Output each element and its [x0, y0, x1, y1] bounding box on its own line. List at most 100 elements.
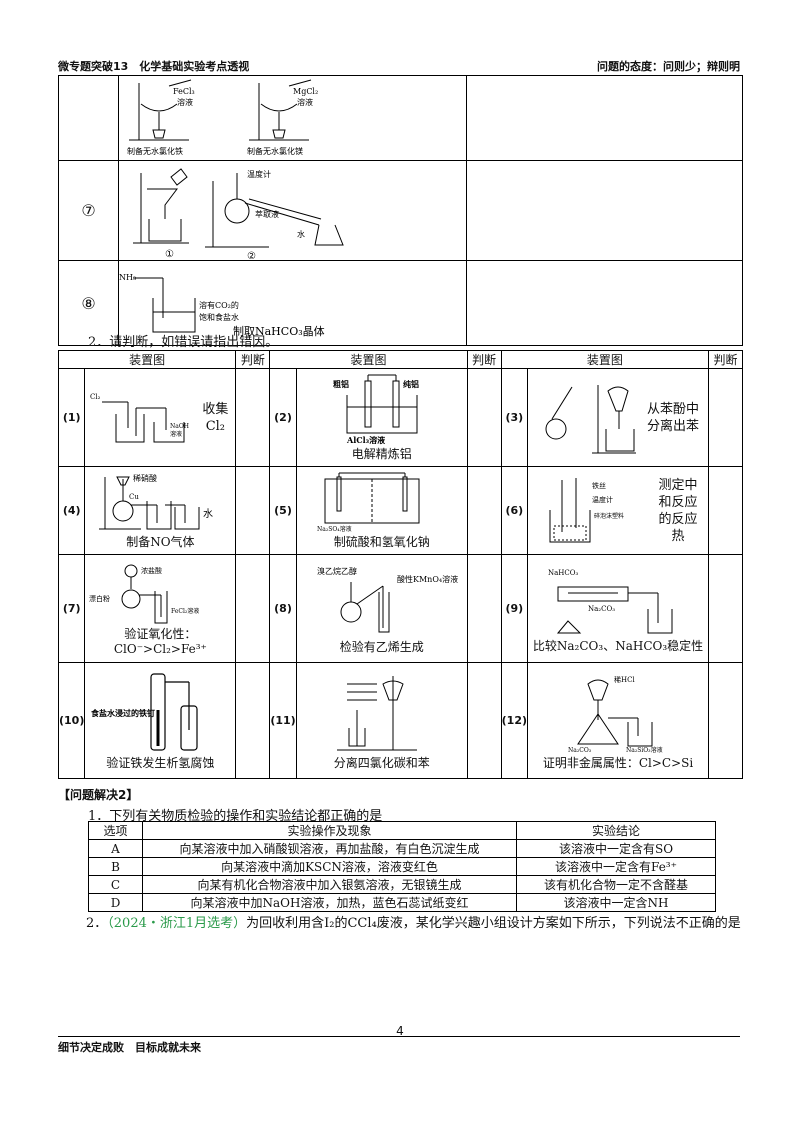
- cl2-label: Cl₂: [90, 393, 101, 401]
- table-row: (10) 食盐水浸过的铁钉 验证铁发生析氢腐蚀 (11): [57, 662, 743, 779]
- figure-cell: 食盐水浸过的铁钉 验证铁发生析氢腐蚀: [84, 662, 237, 779]
- table-row: (1) Cl₂ NaOH 溶液 收集Cl₂ (2): [57, 368, 743, 467]
- figure-cell: Na₂SO₄溶液 制硫酸和氢氧化钠: [295, 466, 468, 555]
- bleach-label: 漂白粉: [89, 594, 110, 603]
- pure-al-label: 纯铝: [403, 379, 419, 389]
- table-row: ⑧ NH₃ 溶有CO₂的 饱和食盐水 制取NaHCO₃晶体: [58, 260, 743, 346]
- table-row: FeCl₃ 溶液 MgCl₂ 溶液 制备无水氯化铁 制备无水氯化镁: [58, 75, 743, 161]
- figure-caption: 制备NO气体: [126, 535, 195, 549]
- figure-cell: 溴乙烷乙醇 酸性KMnO₄溶液 检验有乙烯生成: [295, 554, 468, 663]
- operation-text: 向某溶液中滴加KSCN溶液，溶液变红色: [142, 857, 517, 876]
- question-2: 2．（2024・浙江1月选考）为回收利用含I₂的CCl₄废液，某化学兴趣小组设计…: [58, 913, 743, 935]
- solution-label-1: 溶有CO₂的: [199, 300, 239, 310]
- crude-al-label: 粗铝: [333, 379, 349, 389]
- table-row: A 向某溶液中加入硝酸钡溶液，再加盐酸，有白色沉淀生成 该溶液中一定含有SO: [88, 839, 716, 858]
- figure-caption-2: ClO⁻>Cl₂>Fe³⁺: [113, 642, 207, 656]
- table-row: D 向某溶液中加NaOH溶液，加热，蓝色石蕊试纸变红 该溶液中一定含NH: [88, 893, 716, 912]
- neutralization-apparatus: 铁丝 温度计 碎泡沫塑料: [549, 477, 624, 542]
- item-number: (12): [500, 662, 529, 779]
- thermometer-label: 温度计: [247, 169, 271, 179]
- figure-cell: 从苯酚中分离出苯: [527, 368, 710, 467]
- option-label: C: [88, 875, 143, 894]
- solution-label: 溶液: [297, 97, 313, 107]
- question-prefix: 2．: [86, 916, 108, 931]
- water-label: 水: [297, 229, 305, 239]
- judgement-cell: [466, 554, 502, 663]
- figure-cell: 温度计 萃取液 水 ① ②: [118, 160, 467, 261]
- table-row: (4) 稀硝酸 Cu 水 制备NO气体 (5): [57, 466, 743, 555]
- answer-cell: [466, 260, 743, 346]
- footer-slogan: 细节决定成败 目标成就未来: [58, 1041, 201, 1054]
- row-number: ⑦: [58, 160, 119, 261]
- nahco3-caption: 制取NaHCO₃晶体: [233, 324, 325, 338]
- fecl2-label: FeCl₂溶液: [171, 607, 199, 615]
- table-row: (7) 浓盐酸 漂白粉 FeCl₂溶液 验证氧化性： ClO⁻>Cl₂>Fe³⁺…: [57, 554, 743, 663]
- no-gas-apparatus: 稀硝酸 Cu 水: [99, 473, 213, 530]
- side-label: 收集Cl₂: [202, 401, 229, 434]
- figure-caption: 电解精炼铝: [351, 447, 412, 461]
- page-number: 4: [396, 1024, 404, 1038]
- figure-caption: 比较Na₂CO₃、NaHCO₃稳定性: [532, 639, 704, 653]
- conclusion-text: 该有机化合物一定不含醛基: [516, 875, 716, 894]
- figure-cell: 铁丝 温度计 碎泡沫塑料 测定中和反应的反应热: [527, 466, 710, 555]
- stability-apparatus: NaHCO₃ Na₂CO₃: [548, 569, 673, 634]
- apparatus-table: FeCl₃ 溶液 MgCl₂ 溶液 制备无水氯化铁 制备无水氯化镁 ⑦: [58, 75, 743, 346]
- figure-caption: 检验有乙烯生成: [339, 640, 424, 654]
- na2so4-label: Na₂SO₄溶液: [317, 525, 352, 533]
- fig-2-label: ②: [247, 251, 256, 259]
- figure-cell: NaHCO₃ Na₂CO₃ 比较Na₂CO₃、NaHCO₃稳定性: [527, 554, 710, 663]
- option-label: D: [88, 893, 143, 912]
- answer-cell: [466, 75, 743, 161]
- figure-caption: 制硫酸和氢氧化钠: [333, 535, 430, 549]
- column-header: 选项: [88, 821, 143, 840]
- judgement-cell: [708, 662, 743, 779]
- column-header: 装置图: [57, 350, 237, 369]
- nail-label: 食盐水浸过的铁钉: [91, 708, 155, 718]
- table-header-row: 选项 实验操作及现象 实验结论: [88, 821, 716, 840]
- ethylene-test-apparatus: 溴乙烷乙醇 酸性KMnO₄溶液: [317, 566, 458, 633]
- figure-cell: FeCl₃ 溶液 MgCl₂ 溶液 制备无水氯化铁 制备无水氯化镁: [118, 75, 467, 161]
- naoh-label: NaOH: [170, 423, 189, 430]
- judgement-cell: [235, 368, 271, 467]
- question-2-intro: 2．请判断，如错误请指出错因。: [88, 335, 279, 350]
- item-number: (11): [269, 662, 297, 779]
- question-source: （2024・浙江1月选考）: [107, 916, 247, 931]
- electrolysis-apparatus: Na₂SO₄溶液: [317, 472, 420, 533]
- cu-label: Cu: [129, 493, 139, 501]
- kmno4-label: 酸性KMnO₄溶液: [397, 574, 458, 584]
- figure-cell: 粗铝 纯铝 AlCl₃溶液 电解精炼铝: [295, 368, 468, 467]
- oxidation-apparatus: 浓盐酸 漂白粉 FeCl₂溶液: [89, 564, 200, 624]
- mgcl2-caption: 制备无水氯化镁: [247, 146, 303, 156]
- judgement-cell: [708, 554, 743, 663]
- figure-caption: 证明非金属属性：Cl>C>Si: [542, 756, 694, 770]
- solution-label: 溶液: [170, 430, 182, 438]
- column-header: 判断: [466, 350, 502, 369]
- nonmetal-apparatus: 稀HCl Na₂CO₃ Na₂SiO₃溶液: [568, 675, 663, 754]
- cl2-collection-apparatus: Cl₂ NaOH 溶液: [90, 393, 189, 442]
- column-header: 装置图: [500, 350, 710, 369]
- figure-cell: 分离四氯化碳和苯: [295, 662, 468, 779]
- judgement-cell: [466, 466, 502, 555]
- water-label: 水: [203, 508, 213, 520]
- column-header: 实验结论: [516, 821, 716, 840]
- answer-cell: [466, 160, 743, 261]
- conclusion-text: 该溶液中一定含有SO: [516, 839, 716, 858]
- judgement-cell: [708, 466, 743, 555]
- row-number: [58, 75, 119, 161]
- item-number: (10): [57, 662, 86, 779]
- nh3-label: NH₃: [119, 273, 136, 282]
- al-refining-apparatus: 粗铝 纯铝 AlCl₃溶液: [333, 374, 419, 445]
- item-number: (4): [57, 466, 86, 555]
- header-motto: 问题的态度：问则少；辩则明: [597, 60, 740, 73]
- judgement-cell: [708, 368, 743, 467]
- option-label: A: [88, 839, 143, 858]
- operation-text: 向某有机化合物溶液中加入银氨溶液，无银镜生成: [142, 875, 517, 894]
- mgcl2-label: MgCl₂: [293, 87, 318, 96]
- column-header: 判断: [708, 350, 743, 369]
- judgement-table: 装置图 判断 装置图 判断 装置图 判断 (1) Cl₂ NaOH 溶液 收集C…: [57, 350, 743, 779]
- judgement-cell: [466, 368, 502, 467]
- judgement-cell: [235, 662, 271, 779]
- figure-caption: 分离四氯化碳和苯: [333, 756, 430, 770]
- na2co3-label: Na₂CO₃: [588, 605, 615, 613]
- side-label: 从苯酚中分离出苯: [647, 401, 700, 434]
